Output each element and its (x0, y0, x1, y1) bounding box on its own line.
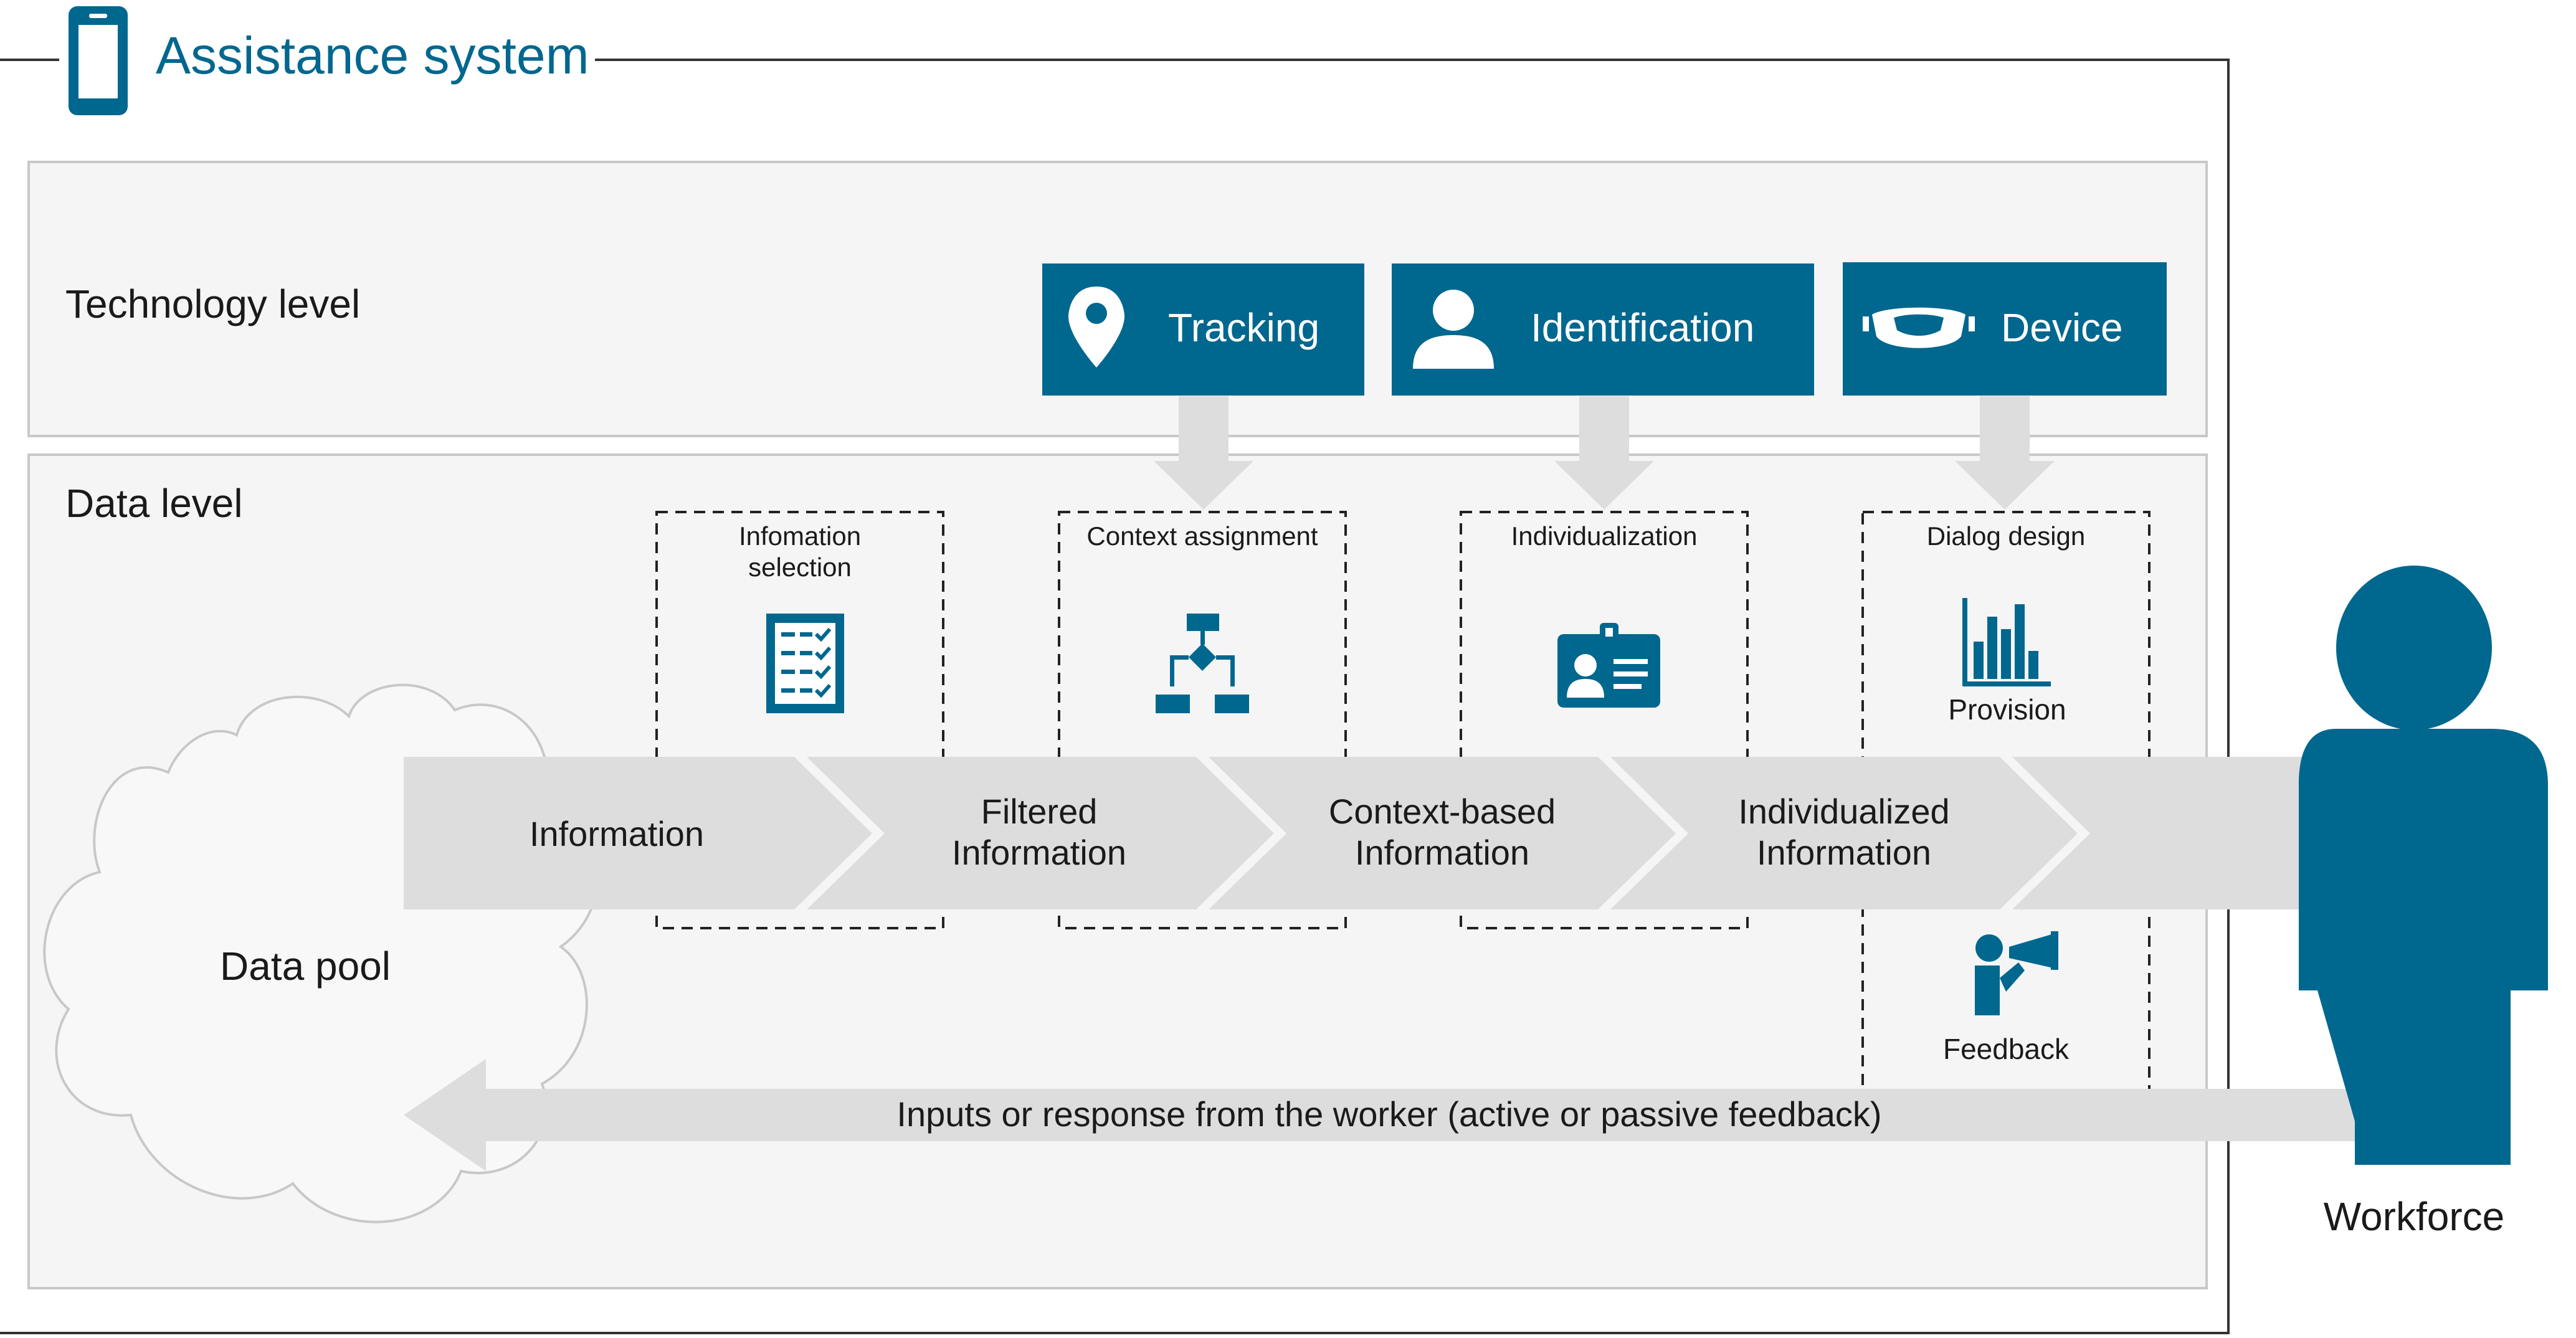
flow-stage-final (2012, 757, 2305, 909)
feedback-label: Feedback (1943, 1033, 2070, 1065)
identification-box: Identification (1392, 263, 1814, 396)
tracking-label: Tracking (1168, 305, 1319, 350)
diagram-title: Assistance system (156, 26, 589, 85)
location-pin-icon (1068, 287, 1124, 368)
tracking-down-arrow (1154, 396, 1253, 510)
workforce-figure (2299, 566, 2548, 1165)
id-card-icon (1557, 623, 1660, 708)
information-selection-box: Infomation selection (655, 511, 944, 929)
phone-icon (69, 6, 128, 115)
context-assignment-box: Context assignment (1058, 511, 1347, 929)
data-pool-label: Data pool (220, 944, 391, 989)
flowchart-icon (1156, 614, 1249, 713)
device-down-arrow (1955, 396, 2055, 510)
flow-stage-information-label: Information (530, 814, 704, 853)
individualization-box: Individualization (1460, 511, 1749, 929)
person-icon (1413, 290, 1494, 369)
device-label: Device (2001, 305, 2123, 350)
outer-frame-right (0, 59, 2230, 1334)
flow-stage-information (404, 757, 872, 909)
identification-label: Identification (1531, 305, 1754, 350)
flow-stage-filtered-label-1: Filtered (981, 792, 1098, 831)
checklist-icon (766, 614, 844, 713)
workforce-label: Workforce (2324, 1194, 2504, 1239)
flow-stage-filtered (807, 757, 1274, 909)
bar-chart-icon (1962, 598, 2051, 686)
flow-stage-filtered-label-2: Information (952, 833, 1126, 872)
identification-down-arrow (1554, 396, 1654, 510)
feedback-arrow-label: Inputs or response from the worker (acti… (896, 1094, 1881, 1134)
context-assignment-label: Context assignment (1086, 521, 1318, 551)
flow-stage-individualized-label-1: Individualized (1738, 792, 1949, 831)
flow-stage-context-based (1209, 757, 1676, 909)
individualization-label: Individualization (1511, 521, 1698, 551)
feedback-arrow: Inputs or response from the worker (acti… (404, 1059, 2367, 1171)
tracking-box: Tracking (1042, 263, 1364, 396)
information-selection-label: Infomation (739, 521, 861, 551)
technology-level-label: Technology level (65, 282, 360, 326)
information-selection-label-2: selection (748, 553, 852, 582)
flow-stage-context-label-2: Information (1355, 833, 1529, 872)
dialog-design-label: Dialog design (1927, 521, 2086, 551)
information-flow: Information Filtered Information Context… (404, 757, 2305, 909)
provision-label: Provision (1948, 693, 2066, 726)
megaphone-person-icon (1975, 931, 2058, 1015)
device-box: Device (1843, 262, 2167, 396)
ar-glasses-icon (1863, 307, 1975, 348)
data-level-label: Data level (65, 481, 243, 526)
flow-stage-individualized-label-2: Information (1757, 833, 1931, 872)
flow-stage-context-label-1: Context-based (1329, 792, 1556, 831)
flow-stage-individualized (1610, 757, 2078, 909)
